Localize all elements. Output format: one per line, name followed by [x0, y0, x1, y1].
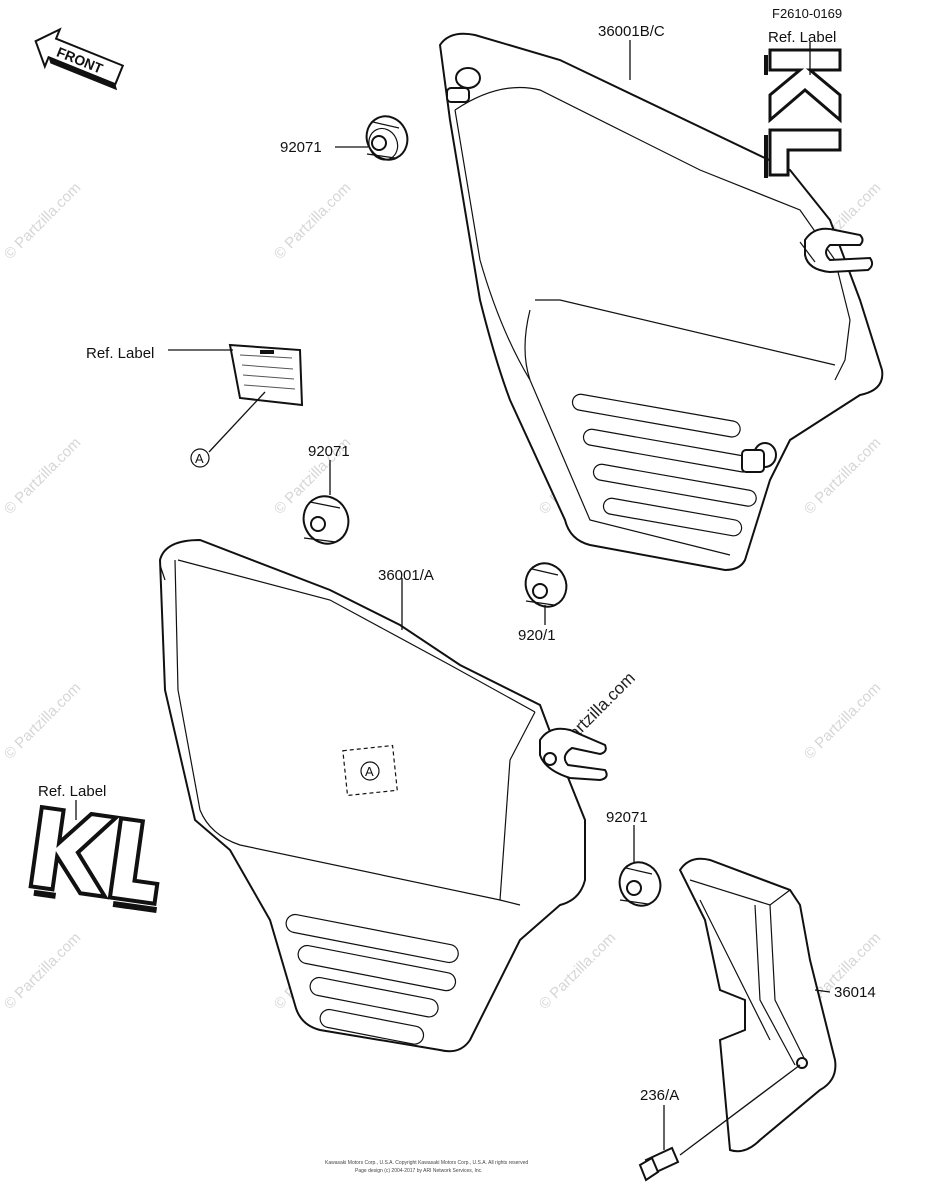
grommet-92071-top [365, 115, 409, 161]
grommet-920-1 [524, 562, 568, 608]
ref-label-decal-bottom [28, 804, 160, 914]
watermark: © Partzilla.com [801, 434, 884, 517]
label-92071-top: 92071 [280, 139, 322, 156]
label-92071-bottom: 92071 [606, 809, 648, 826]
ref-label-sticker [228, 343, 304, 407]
watermark: © Partzilla.com [1, 179, 84, 262]
label-36001-a: 36001/A [378, 567, 434, 584]
callout-a-circle [190, 448, 210, 468]
watermark: © Partzilla.com [1, 434, 84, 517]
leader-lines [75, 40, 831, 1156]
front-arrow-icon: FRONT [34, 27, 125, 91]
label-ref-label-bottom: Ref. Label [38, 783, 106, 800]
label-236-a: 236/A [640, 1087, 679, 1104]
watermark: © Partzilla.com [1, 929, 84, 1012]
callout-a-cover: A [365, 764, 374, 779]
label-36014: 36014 [834, 984, 876, 1001]
label-36001-b-c: 36001B/C [598, 23, 665, 40]
ref-label-decal-top [764, 48, 842, 178]
grommet-92071-middle [302, 495, 350, 545]
bolt-236-a [638, 1146, 680, 1182]
grommet-92071-bottom [618, 861, 662, 907]
label-ref-label-middle: Ref. Label [86, 345, 154, 362]
label-920-1: 920/1 [518, 627, 556, 644]
footer-page-design: Page design (c) 2004-2017 by ARI Network… [355, 1168, 483, 1174]
label-92071-middle: 92071 [308, 443, 350, 460]
watermark: © Partzilla.com [271, 179, 354, 262]
watermark: © Partzilla.com [801, 679, 884, 762]
figure-code: F2610-0169 [772, 6, 842, 21]
side-cover-left: A [158, 538, 608, 1053]
footer-copyright: Kawasaki Motors Corp., U.S.A. Copyright … [325, 1160, 528, 1166]
watermark: © Partzilla.com [1, 679, 84, 762]
callout-a-outer: A [195, 451, 204, 466]
chain-guard [678, 857, 837, 1153]
watermark: © Partzilla.com [536, 929, 619, 1012]
label-ref-label-top: Ref. Label [768, 29, 836, 46]
